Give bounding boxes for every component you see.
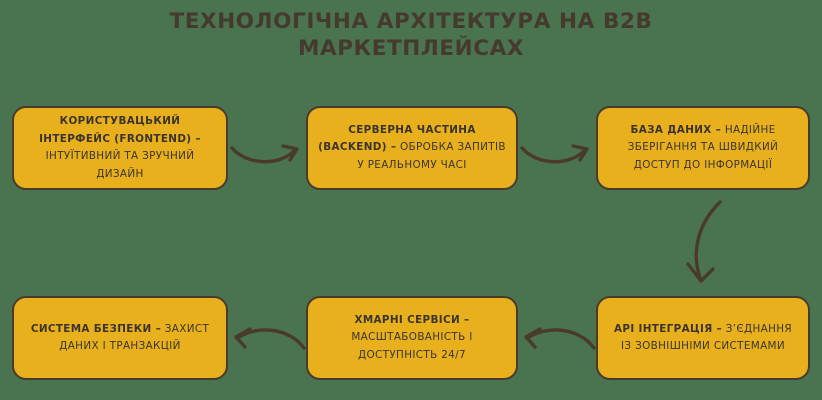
node-database-description: НАДІЙНЕ ЗБЕРІГАННЯ ТА ШВИДКИЙ ДОСТУП ДО … [627, 123, 779, 171]
node-api[interactable]: API ІНТЕГРАЦІЯ – З’ЄДНАННЯ ІЗ ЗОВНІШНІМИ… [596, 296, 810, 380]
node-security-heading: СИСТЕМА БЕЗПЕКИ – [30, 322, 162, 335]
page-title: ТЕХНОЛОГІЧНА АРХІТЕКТУРА НА B2B МАРКЕТПЛ… [169, 9, 653, 61]
node-api-text: API ІНТЕГРАЦІЯ – З’ЄДНАННЯ ІЗ ЗОВНІШНІМИ… [607, 321, 799, 356]
node-cloud-description: МАСШТАБОВАНІСТЬ І ДОСТУПНІСТЬ 24/7 [351, 331, 473, 361]
node-api-heading: API ІНТЕГРАЦІЯ – [613, 322, 723, 335]
node-database-heading: БАЗА ДАНИХ – [630, 123, 722, 136]
node-backend-heading: СЕРВЕРНА ЧАСТИНА (BACKEND) – [318, 123, 476, 154]
arrow-right-icon-backend-to-database [520, 144, 589, 164]
node-frontend-heading: КОРИСТУВАЦЬКИЙ ІНТЕРФЕЙС (FRONTEND) – [39, 115, 201, 145]
arrow-left-icon-cloud-to-security [234, 327, 306, 350]
node-cloud-heading: ХМАРНІ СЕРВІСИ – [354, 313, 470, 326]
node-cloud[interactable]: ХМАРНІ СЕРВІСИ – МАСШТАБОВАНІСТЬ І ДОСТУ… [306, 296, 518, 380]
node-security[interactable]: СИСТЕМА БЕЗПЕКИ – ЗАХИСТ ДАНИХ І ТРАНЗАК… [12, 296, 228, 380]
node-frontend[interactable]: КОРИСТУВАЦЬКИЙ ІНТЕРФЕЙС (FRONTEND) – ІН… [12, 106, 228, 190]
node-frontend-text: КОРИСТУВАЦЬКИЙ ІНТЕРФЕЙС (FRONTEND) – ІН… [23, 113, 217, 183]
node-backend[interactable]: СЕРВЕРНА ЧАСТИНА (BACKEND) – ОБРОБКА ЗАП… [306, 106, 518, 190]
arrow-down-icon-database-to-api [686, 200, 722, 283]
node-backend-text: СЕРВЕРНА ЧАСТИНА (BACKEND) – ОБРОБКА ЗАП… [317, 122, 507, 175]
node-security-text: СИСТЕМА БЕЗПЕКИ – ЗАХИСТ ДАНИХ І ТРАНЗАК… [23, 321, 217, 356]
arrow-right-icon-frontend-to-backend [230, 144, 299, 164]
node-cloud-text: ХМАРНІ СЕРВІСИ – МАСШТАБОВАНІСТЬ І ДОСТУ… [317, 312, 507, 365]
node-security-description: ЗАХИСТ ДАНИХ І ТРАНЗАКЦІЙ [59, 322, 210, 353]
arrow-left-icon-api-to-cloud [524, 327, 596, 350]
node-api-description: З’ЄДНАННЯ ІЗ ЗОВНІШНІМИ СИСТЕМАМИ [621, 322, 792, 353]
node-database-text: БАЗА ДАНИХ – НАДІЙНЕ ЗБЕРІГАННЯ ТА ШВИДК… [607, 122, 799, 175]
node-frontend-description: ІНТУЇТИВНИЙ ТА ЗРУЧНИЙ ДИЗАЙН [45, 150, 195, 180]
node-backend-description: ОБРОБКА ЗАПИТІВ У РЕАЛЬНОМУ ЧАСІ [357, 141, 506, 171]
node-database[interactable]: БАЗА ДАНИХ – НАДІЙНЕ ЗБЕРІГАННЯ ТА ШВИДК… [596, 106, 810, 190]
